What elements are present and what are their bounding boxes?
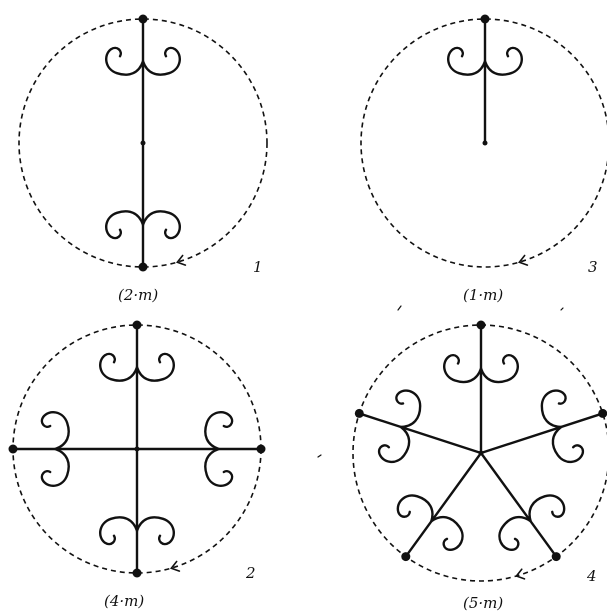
dashed-circle — [352, 324, 607, 582]
center-dot — [482, 140, 488, 146]
panel-number: 2 — [245, 564, 256, 582]
arrow-icon — [169, 560, 181, 572]
rim-dot — [401, 552, 411, 562]
panel-number: 1 — [253, 258, 263, 276]
double-scroll-motif-icon — [99, 516, 175, 546]
rim-dot — [138, 262, 148, 272]
arm-group — [8, 320, 266, 578]
double-scroll-motif-icon — [105, 46, 181, 76]
scan-speck — [317, 454, 322, 458]
scan-speck — [397, 305, 402, 311]
arm-line — [358, 412, 483, 455]
panel-3: (1·m) 3 — [360, 14, 607, 304]
arm-group — [447, 14, 529, 266]
symmetry-caption: (5·m) — [463, 594, 503, 612]
double-scroll-motif-icon — [396, 494, 464, 552]
rim-dot — [480, 14, 490, 24]
center-dot — [478, 450, 484, 456]
dashed-circle — [360, 18, 607, 268]
double-scroll-motif-icon — [99, 352, 175, 382]
arrow-icon — [517, 254, 529, 266]
panel-1: (2·m) 1 — [18, 14, 268, 304]
panel-4: (5·m) 4 — [352, 320, 607, 612]
panel-number: 3 — [588, 258, 598, 276]
symmetry-caption: (2·m) — [118, 286, 158, 304]
arm-group — [105, 14, 187, 272]
double-scroll-motif-icon — [447, 46, 523, 76]
dashed-circle — [18, 18, 268, 268]
arm-line — [404, 451, 483, 558]
arm-line — [479, 412, 604, 455]
rim-dot — [132, 568, 142, 578]
rim-dot — [476, 320, 486, 330]
rim-dot — [138, 14, 148, 24]
rim-dot — [8, 444, 18, 454]
symmetry-caption: (4·m) — [104, 592, 144, 610]
center-dot — [134, 446, 140, 452]
panel-number: 4 — [586, 567, 597, 585]
panel-2: (4·m) 2 — [8, 320, 266, 610]
double-scroll-motif-icon — [540, 389, 585, 464]
double-scroll-motif-icon — [377, 389, 422, 464]
rim-dot — [256, 444, 266, 454]
center-dot — [140, 140, 146, 146]
arm-group — [354, 320, 607, 580]
rim-dot — [132, 320, 142, 330]
arrow-icon — [175, 254, 187, 266]
double-scroll-motif-icon — [498, 494, 566, 552]
scan-speck — [560, 307, 564, 311]
rim-dot — [354, 408, 364, 418]
rim-dot — [551, 552, 561, 562]
double-scroll-motif-icon — [105, 210, 181, 240]
double-scroll-motif-icon — [204, 411, 234, 487]
arm-line — [479, 451, 558, 558]
double-scroll-motif-icon — [40, 411, 70, 487]
double-scroll-motif-icon — [443, 354, 519, 384]
rim-dot — [598, 408, 607, 418]
arrow-icon — [515, 568, 526, 580]
symmetry-caption: (1·m) — [463, 286, 503, 304]
